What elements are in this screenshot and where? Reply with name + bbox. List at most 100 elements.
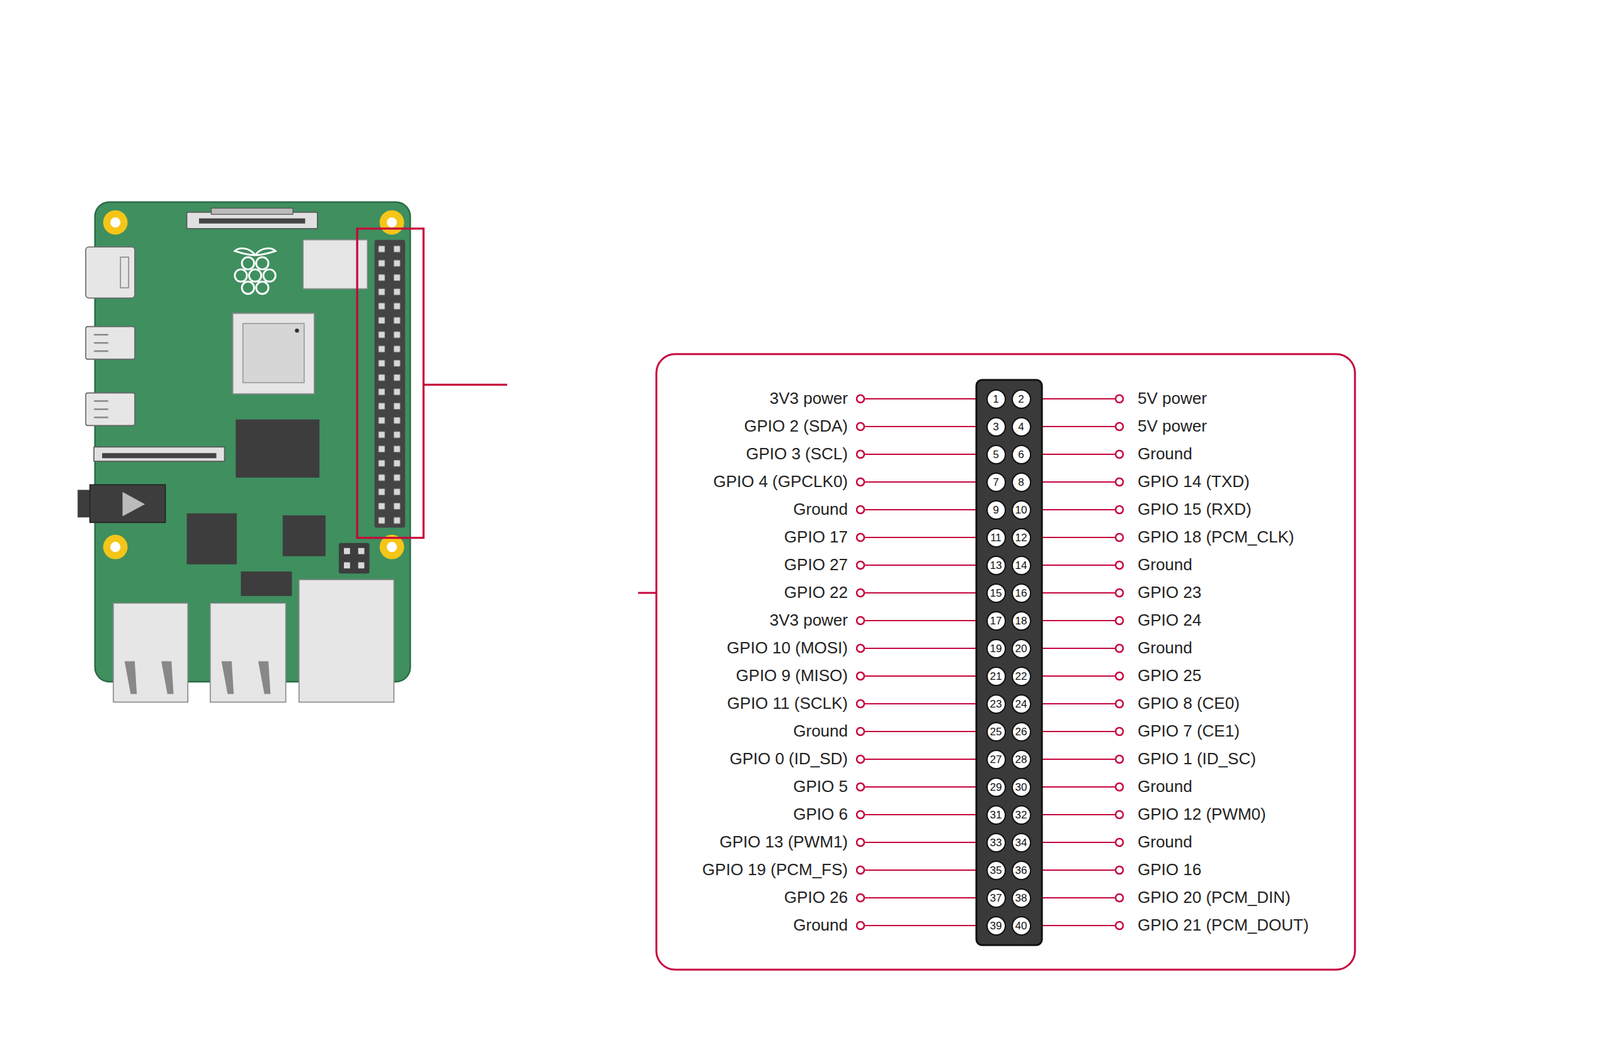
panel-frame [656,354,1355,970]
leader-lines-left [864,398,977,926]
pin-number: 11 [990,532,1002,543]
pin-label: Ground [1137,554,1193,575]
pin-circle: 33 [986,832,1006,853]
pin-number: 10 [1015,504,1028,516]
pin-circle: 16 [1011,583,1032,603]
soc-chip [232,313,315,394]
pin-number: 19 [990,643,1003,654]
pin-circle: 7 [986,472,1006,492]
display-connector [93,446,225,462]
pin-circle: 17 [986,611,1006,631]
pin-circle: 5 [986,444,1006,465]
pin-number: 12 [1015,532,1028,543]
micro-hdmi-ports [85,326,135,426]
pin-label: GPIO 19 (PCM_FS) [702,859,848,880]
pin-label: Ground [1137,776,1193,797]
pin-label: GPIO 6 [793,804,848,824]
pin-circle: 32 [1011,805,1032,825]
pin-label: 5V power [1137,416,1207,436]
pin-circle: 20 [1011,638,1032,659]
usb-controller-chip [187,513,237,565]
pin-circle: 9 [986,500,1006,520]
pin-number: 35 [990,864,1003,876]
pin-number: 13 [990,560,1003,571]
pin-number: 25 [990,726,1003,738]
pin-number: 6 [1017,449,1024,460]
pin-circle: 37 [986,888,1006,908]
pin-number: 39 [990,920,1003,932]
pin-label: 5V power [1137,388,1207,409]
pin-circle: 35 [986,860,1006,880]
pin-circle: 23 [986,694,1006,714]
pin-label: GPIO 5 [793,776,848,797]
pin-circle: 39 [986,915,1006,936]
pin-number: 5 [992,449,999,460]
pin-number: 8 [1017,476,1024,488]
pin-label: GPIO 14 (TXD) [1137,471,1250,492]
pin-number: 1 [992,393,999,405]
pin-label: GPIO 9 (MISO) [735,665,848,686]
leader-lines-right [1041,398,1115,926]
pin-number: 4 [1017,421,1024,433]
pin-number: 29 [990,781,1003,793]
pin-label: GPIO 3 (SCL) [745,444,848,464]
pin-number: 26 [1015,726,1028,738]
leader-dots [856,394,1124,930]
callout-line [423,383,508,386]
pin-label: GPIO 27 [784,554,848,575]
pin-label: GPIO 24 [1137,610,1202,630]
pin-circle: 8 [1011,472,1032,492]
pin-circle: 31 [986,805,1006,825]
pin-circle: 30 [1011,777,1032,797]
raspberry-logo [234,248,276,294]
pin-number: 21 [990,670,1003,682]
pin-number: 27 [990,754,1003,765]
pin-circle: 21 [986,666,1006,686]
pin-header [976,379,1042,945]
pin-label: GPIO 17 [784,527,848,547]
pin-number: 38 [1015,892,1028,904]
pin-label: GPIO 16 [1137,859,1202,880]
pin-circle: 18 [1011,611,1032,631]
pin-circle: 15 [986,583,1006,603]
ethernet-port [299,579,395,702]
pin-label: GPIO 15 (RXD) [1137,499,1252,520]
pin-number: 37 [990,892,1003,904]
pin-circle: 19 [986,638,1006,659]
small-chip [240,571,292,596]
pin-label: GPIO 13 (PWM1) [719,832,848,852]
pin-number: 15 [990,587,1003,599]
pin-label: GPIO 22 [784,582,848,603]
pin-number: 9 [992,504,999,516]
callout-line [638,592,657,595]
pin-circle: 1 [986,389,1006,409]
pin-label: GPIO 25 [1137,665,1202,686]
pin-circle: 10 [1011,500,1032,520]
pin-circle: 38 [1011,888,1032,908]
pin-label: Ground [793,915,848,935]
pin-label: GPIO 12 (PWM0) [1137,804,1267,824]
pin-number: 32 [1015,809,1028,821]
pin-circle: 36 [1011,860,1032,880]
pin-number: 34 [1015,837,1028,848]
pin-label: GPIO 18 (PCM_CLK) [1137,527,1295,547]
pin-number: 40 [1015,920,1028,932]
pin-number: 17 [990,615,1003,627]
pin-circle: 13 [986,555,1006,576]
pin-circle: 4 [1011,417,1032,437]
pin-label: GPIO 0 (ID_SD) [729,748,848,769]
usb-c-port [85,246,135,298]
pin-number: 28 [1015,754,1028,765]
pin-label: Ground [793,499,848,520]
pin-number: 18 [1015,615,1028,627]
pin-number: 33 [990,837,1003,848]
pin-label: 3V3 power [769,610,848,630]
pin-label: GPIO 10 (MOSI) [726,638,848,658]
pin-number: 36 [1015,864,1028,876]
pin-number: 3 [992,421,999,433]
pin-label: GPIO 7 (CE1) [1137,721,1240,741]
highlight-box [357,228,424,538]
pin-label: GPIO 26 [784,887,848,908]
camera-connector [187,207,318,229]
